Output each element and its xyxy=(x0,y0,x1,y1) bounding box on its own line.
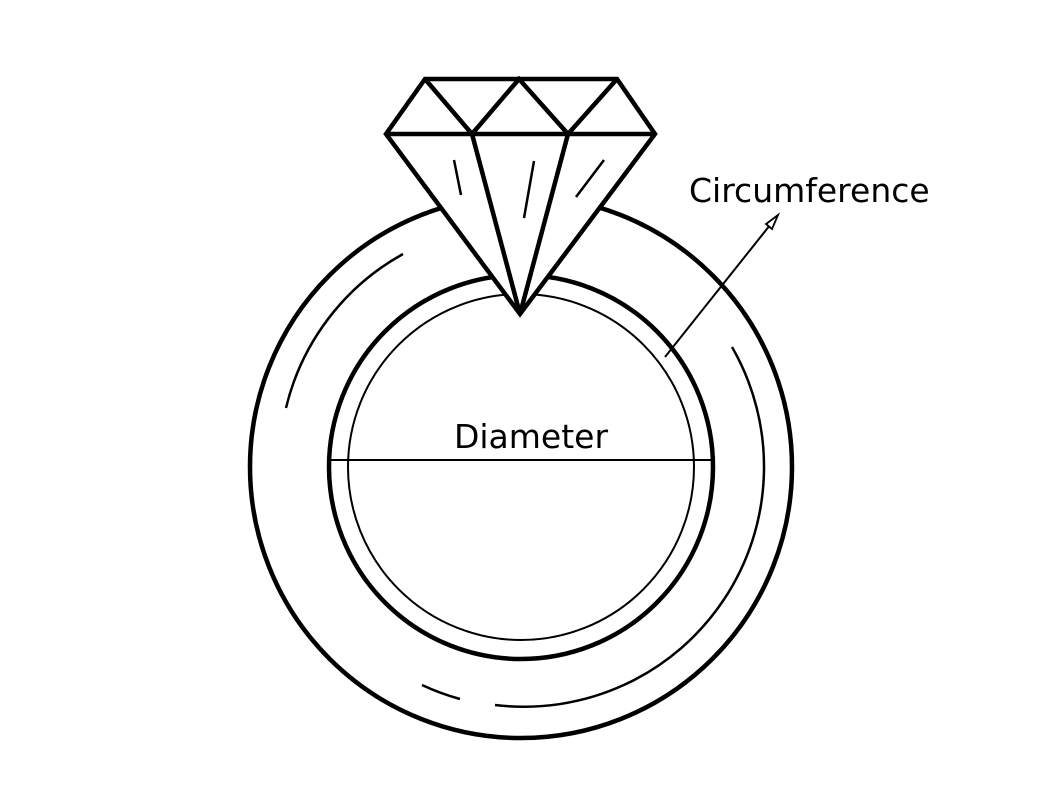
gem-shine-2 xyxy=(522,160,536,219)
ring-inner-edge xyxy=(326,272,716,662)
gem-shine-1 xyxy=(452,159,463,196)
circumference-arrow xyxy=(664,212,781,358)
gem-shine-3 xyxy=(575,159,605,198)
gem-body xyxy=(383,76,658,318)
diameter-label: Diameter xyxy=(454,417,608,456)
circumference-label: Circumference xyxy=(689,171,930,210)
band-shine-arc-right xyxy=(494,346,766,708)
gem-crown-facets xyxy=(423,75,619,138)
diamond-gem-icon xyxy=(383,75,658,318)
gem-pavilion-facet-right xyxy=(517,133,571,315)
gem-pavilion-facet-left xyxy=(469,133,523,315)
band-shine-arc-bottom xyxy=(421,683,461,701)
band-shine-arc-left xyxy=(284,252,404,409)
ring-inner-highlight xyxy=(347,293,695,641)
